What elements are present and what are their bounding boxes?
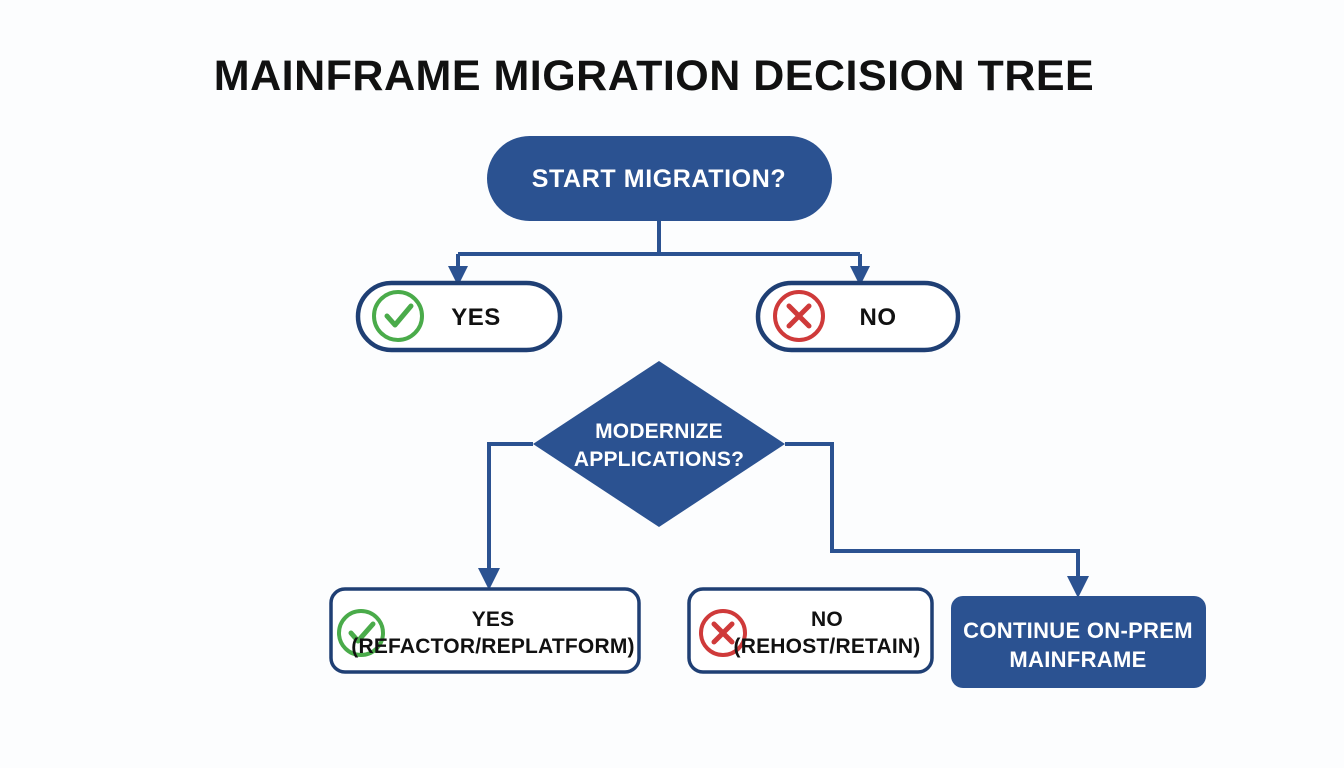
decision-node-shape <box>533 361 785 527</box>
check-circle-icon <box>372 290 424 342</box>
start-node-shape <box>487 136 832 221</box>
arrow-head-start-to-no <box>850 266 870 286</box>
outcome-rehost-shape <box>687 587 934 674</box>
outcome-refactor-shape <box>329 587 641 674</box>
check-circle-icon <box>337 609 385 657</box>
arrow-head-decision-to-onprem <box>1067 576 1089 598</box>
outcome-onprem-label-line1: CONTINUE ON-PREM <box>963 618 1193 643</box>
node-start-yes[interactable]: YES <box>355 280 563 353</box>
start-yes-label: YES <box>451 304 501 331</box>
start-no-label: NO <box>860 304 897 331</box>
outcome-onprem-shape <box>951 596 1206 688</box>
x-circle-icon <box>699 609 747 657</box>
start-node-label: START MIGRATION? <box>532 165 786 193</box>
edge-decision-to-onprem <box>785 442 1080 580</box>
decision-node-label-line2: APPLICATIONS? <box>574 448 744 471</box>
node-modernize-decision[interactable]: MODERNIZE APPLICATIONS? <box>533 361 785 527</box>
arrow-head-decision-to-refactor <box>478 568 500 590</box>
start-yes-shape <box>355 280 563 353</box>
edge-decision-to-refactor <box>487 442 533 572</box>
x-circle-icon <box>773 290 825 342</box>
outcome-rehost-label-line1: NO <box>811 608 843 631</box>
start-no-shape <box>755 280 961 353</box>
node-start-no[interactable]: NO <box>755 280 961 353</box>
node-start-migration[interactable]: START MIGRATION? <box>487 136 832 221</box>
arrow-head-start-to-yes <box>448 266 468 286</box>
edge-group <box>448 220 1089 598</box>
node-outcome-rehost[interactable]: NO (REHOST/RETAIN) <box>687 587 934 674</box>
outcome-onprem-label-line2: MAINFRAME <box>1009 647 1146 672</box>
outcome-refactor-label-line2: (REFACTOR/REPLATFORM) <box>351 635 634 658</box>
outcome-rehost-label-line2: (REHOST/RETAIN) <box>734 635 921 658</box>
outcome-refactor-label-line1: YES <box>472 608 515 631</box>
decision-node-label-line1: MODERNIZE <box>595 420 723 443</box>
edge-start-split <box>458 220 860 256</box>
node-outcome-onprem[interactable]: CONTINUE ON-PREM MAINFRAME <box>951 596 1206 688</box>
page-title: MAINFRAME MIGRATION DECISION TREE <box>214 52 1094 100</box>
node-outcome-refactor[interactable]: YES (REFACTOR/REPLATFORM) <box>329 587 641 674</box>
